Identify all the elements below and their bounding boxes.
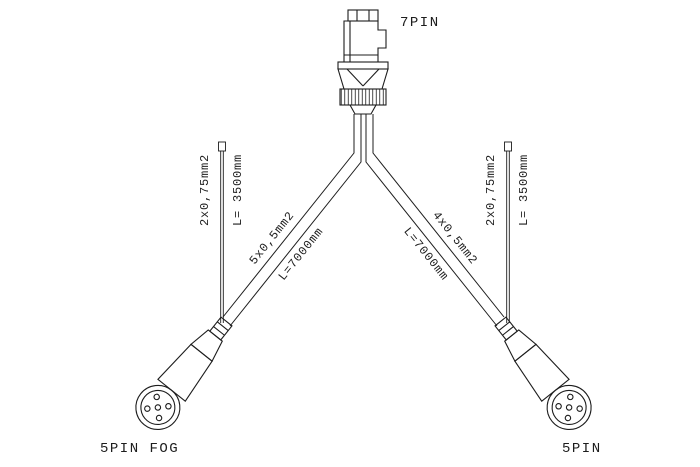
left-wire-spec-label: 2x0,75mm2 (198, 154, 212, 226)
right-cable-line (365, 114, 498, 327)
pin-hole (555, 403, 562, 410)
aux-wire-right (504, 141, 512, 323)
pin-hole (155, 414, 163, 422)
left-wire-length-label: L= 3500mm (231, 154, 245, 226)
plug-flange (337, 61, 389, 70)
wire-terminal (218, 141, 226, 152)
right-wire-length-label: L= 3500mm (517, 154, 531, 226)
pin-hole (144, 405, 151, 412)
connector-body (157, 343, 213, 402)
knurled-coupling-ring (339, 88, 387, 106)
pin-hole (153, 393, 160, 401)
connector-5pin (494, 316, 592, 431)
collar-rib (502, 326, 514, 336)
top-connector-label: 7PIN (400, 15, 440, 31)
pin-hole (565, 404, 573, 411)
wire-terminal (504, 141, 512, 152)
gland-collar (494, 316, 518, 341)
connector-face-outer (546, 384, 592, 431)
main-cables (222, 114, 505, 327)
bottom-right-connector-label: 5PIN (562, 441, 602, 457)
aux-wire-left (218, 141, 226, 323)
bell-brace-line (346, 68, 364, 87)
connector-face-inner (551, 389, 587, 426)
right-cable-line (372, 114, 505, 318)
top-connector-7pin (337, 9, 389, 115)
pin-hole (154, 404, 162, 411)
connector-face-inner (140, 389, 176, 426)
connector-face-outer (135, 384, 181, 431)
pin-hole (567, 393, 574, 401)
collar-rib (213, 326, 225, 336)
connector-5pin-fog (135, 316, 233, 431)
right-wire-spec-label: 2x0,75mm2 (484, 154, 498, 226)
bottom-left-connector-label: 5PIN FOG (100, 441, 179, 457)
plug-cap (347, 9, 379, 22)
pin-hole (576, 405, 583, 412)
collar-rib (216, 321, 229, 331)
bell-brace-line (362, 68, 380, 87)
connector-body (514, 343, 570, 402)
left-cable-line (229, 114, 362, 327)
collar-rib (498, 321, 511, 331)
pin-hole (165, 403, 172, 410)
left-cable-line (222, 114, 355, 318)
plug-cable-neck (349, 104, 377, 115)
pin-hole (564, 414, 572, 422)
